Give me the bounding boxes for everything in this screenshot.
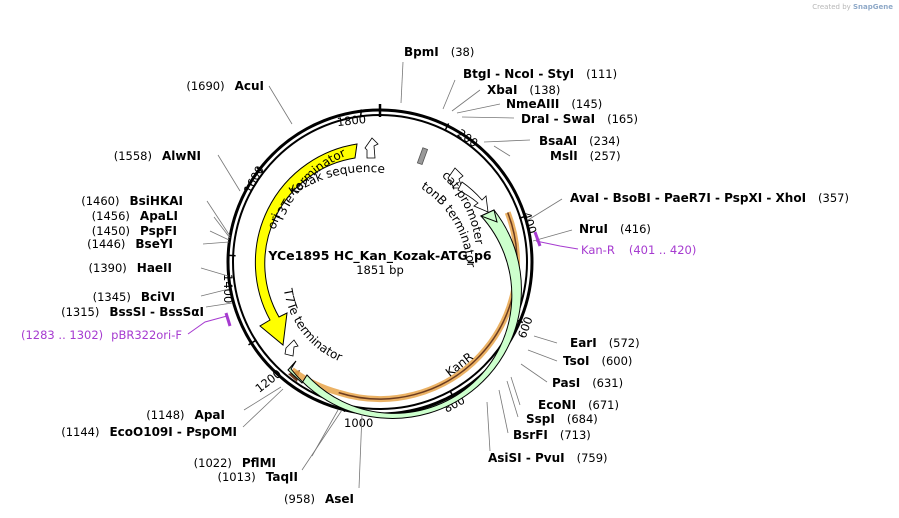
site-label[interactable]: (1558)AlwNI: [114, 149, 201, 163]
tick-400: 400: [520, 210, 540, 235]
site-label[interactable]: BsrFI(713): [513, 428, 591, 442]
site-label[interactable]: BsaAI(234): [539, 134, 620, 148]
site-label[interactable]: NruI(416): [579, 222, 651, 236]
site-label[interactable]: (1456)ApaLI: [92, 209, 178, 223]
tick-1200: 1200: [252, 366, 284, 395]
site-label[interactable]: PasI(631): [552, 376, 623, 390]
tick-1000: 1000: [344, 416, 373, 430]
site-label[interactable]: NmeAIII(145): [506, 97, 602, 111]
site-label[interactable]: EcoNI(671): [538, 398, 619, 412]
t7te-terminator-feature[interactable]: [284, 339, 299, 357]
kan-r-primer-connector: [535, 240, 579, 250]
site-label[interactable]: (1460)BsiHKAI: [81, 194, 183, 208]
site-label[interactable]: EarI(572): [570, 336, 640, 350]
site-label[interactable]: BtgI - NcoI - StyI(111): [463, 67, 617, 81]
site-label[interactable]: (1022)PflMI: [194, 456, 276, 470]
site-label[interactable]: (1148)ApaI: [146, 408, 225, 422]
site-label[interactable]: AsiSI - PvuI(759): [488, 451, 608, 465]
site-labels-right: BpmI(38) BtgI - NcoI - StyI(111) XbaI(13…: [404, 45, 849, 465]
site-label[interactable]: MslI(257): [550, 149, 621, 163]
site-label[interactable]: DraI - SwaI(165): [521, 112, 638, 126]
plasmid-length: 1851 bp: [356, 263, 404, 277]
site-label[interactable]: (1690)AcuI: [186, 79, 264, 93]
site-label[interactable]: (958)AseI: [284, 492, 354, 506]
t3te-terminator-feature[interactable]: [364, 137, 379, 159]
primer-label-kan-r[interactable]: Kan-R(401 .. 420): [581, 243, 696, 257]
cat-promoter-feature[interactable]: [457, 181, 489, 213]
ori-feature[interactable]: [254, 143, 358, 346]
plasmid-name: YCe1895 HC_Kan_Kozak-ATG_p6: [267, 248, 492, 264]
site-label[interactable]: TsoI(600): [563, 354, 632, 368]
snapgene-logo: SnapGene: [853, 3, 893, 11]
credit-text: Created by: [812, 3, 851, 11]
kozak-feature[interactable]: [416, 147, 429, 166]
snapgene-credit: Created by SnapGene: [812, 3, 893, 11]
site-label[interactable]: (1450)PspFI: [92, 224, 177, 238]
tick-1800: 1800: [336, 112, 367, 129]
site-label[interactable]: (1144)EcoO109I - PspOMI: [61, 425, 237, 439]
site-label[interactable]: (1390)HaeII: [89, 261, 172, 275]
tick-1600: 1600: [241, 163, 267, 195]
tick-1400: 1400: [221, 274, 235, 303]
site-label[interactable]: (1013)TaqII: [217, 470, 298, 484]
pbr322ori-f-primer-connector: [187, 315, 228, 335]
ori-label: ori: [265, 212, 283, 231]
site-connectors: [200, 61, 573, 489]
kanr-feature[interactable]: [287, 209, 522, 419]
kan-r-primer-mark: [533, 231, 542, 247]
pbr322ori-f-primer-mark: [224, 312, 232, 327]
site-labels-left: (958)AseI (1013)TaqII (1022)PflMI (1144)…: [21, 79, 354, 506]
site-label[interactable]: (1446)BseYI: [87, 237, 173, 251]
site-label[interactable]: (1315)BssSI - BssSαI: [61, 305, 204, 319]
site-label[interactable]: BpmI(38): [404, 45, 474, 59]
kanr-notch: [479, 209, 498, 223]
site-label[interactable]: (1345)BciVI: [93, 290, 175, 304]
site-label[interactable]: XbaI(138): [487, 83, 560, 97]
site-label[interactable]: AvaI - BsoBI - PaeR7I - PspXI - XhoI(357…: [570, 191, 849, 205]
primer-label-pbr322ori-f[interactable]: (1283 .. 1302)pBR322ori-F: [21, 328, 182, 342]
tonb-terminator-feature[interactable]: [447, 167, 464, 189]
site-label[interactable]: SspI(684): [526, 412, 598, 426]
